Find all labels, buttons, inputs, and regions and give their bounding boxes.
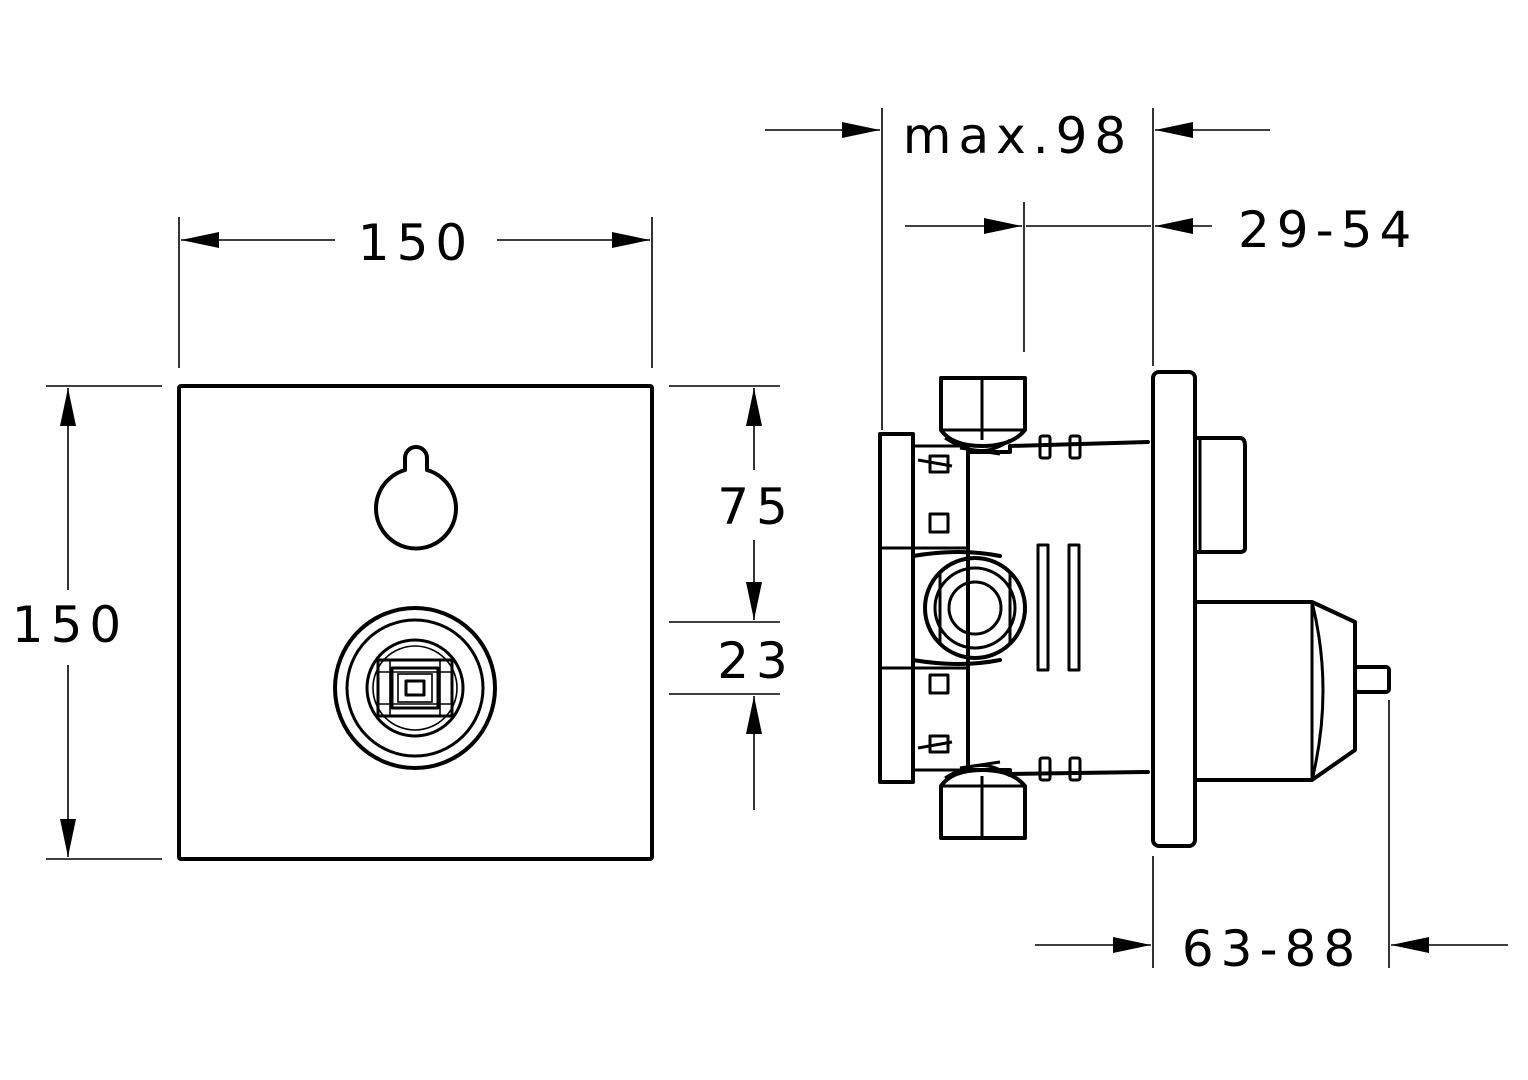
adjust-top-label: 29-54 xyxy=(1238,201,1418,259)
stop-ring xyxy=(1193,436,1247,554)
upper-offset-label: 75 xyxy=(717,478,795,536)
lower-offset-label: 23 xyxy=(717,632,795,690)
keyhole-opening xyxy=(374,445,458,551)
front-view: 150 150 75 23 xyxy=(12,214,795,861)
mounting-frame xyxy=(878,432,915,784)
max-depth-label: max.98 xyxy=(903,107,1133,165)
valve-body xyxy=(966,434,1150,782)
side-view: max.98 29-54 63-88 xyxy=(765,107,1508,978)
dimension-adjust-bottom: 63-88 xyxy=(1035,700,1508,978)
handle-rosette xyxy=(333,606,497,770)
dimension-adjust-top: 29-54 xyxy=(905,201,1418,352)
dimension-height: 150 xyxy=(12,385,162,860)
cartridge-housing xyxy=(1193,600,1357,782)
central-outlet xyxy=(911,550,1027,666)
dimension-offsets: 75 23 xyxy=(669,385,795,810)
wall-flange xyxy=(1151,370,1197,848)
cover-plate xyxy=(177,384,654,861)
dimension-width: 150 xyxy=(178,214,653,368)
spindle xyxy=(1353,665,1391,694)
height-label: 150 xyxy=(12,596,128,654)
adjust-bottom-label: 63-88 xyxy=(1182,920,1362,978)
dimension-max-depth: max.98 xyxy=(765,107,1270,430)
frame-fasteners xyxy=(917,454,953,754)
top-inlet-nut xyxy=(939,376,1027,456)
width-label: 150 xyxy=(358,214,474,272)
